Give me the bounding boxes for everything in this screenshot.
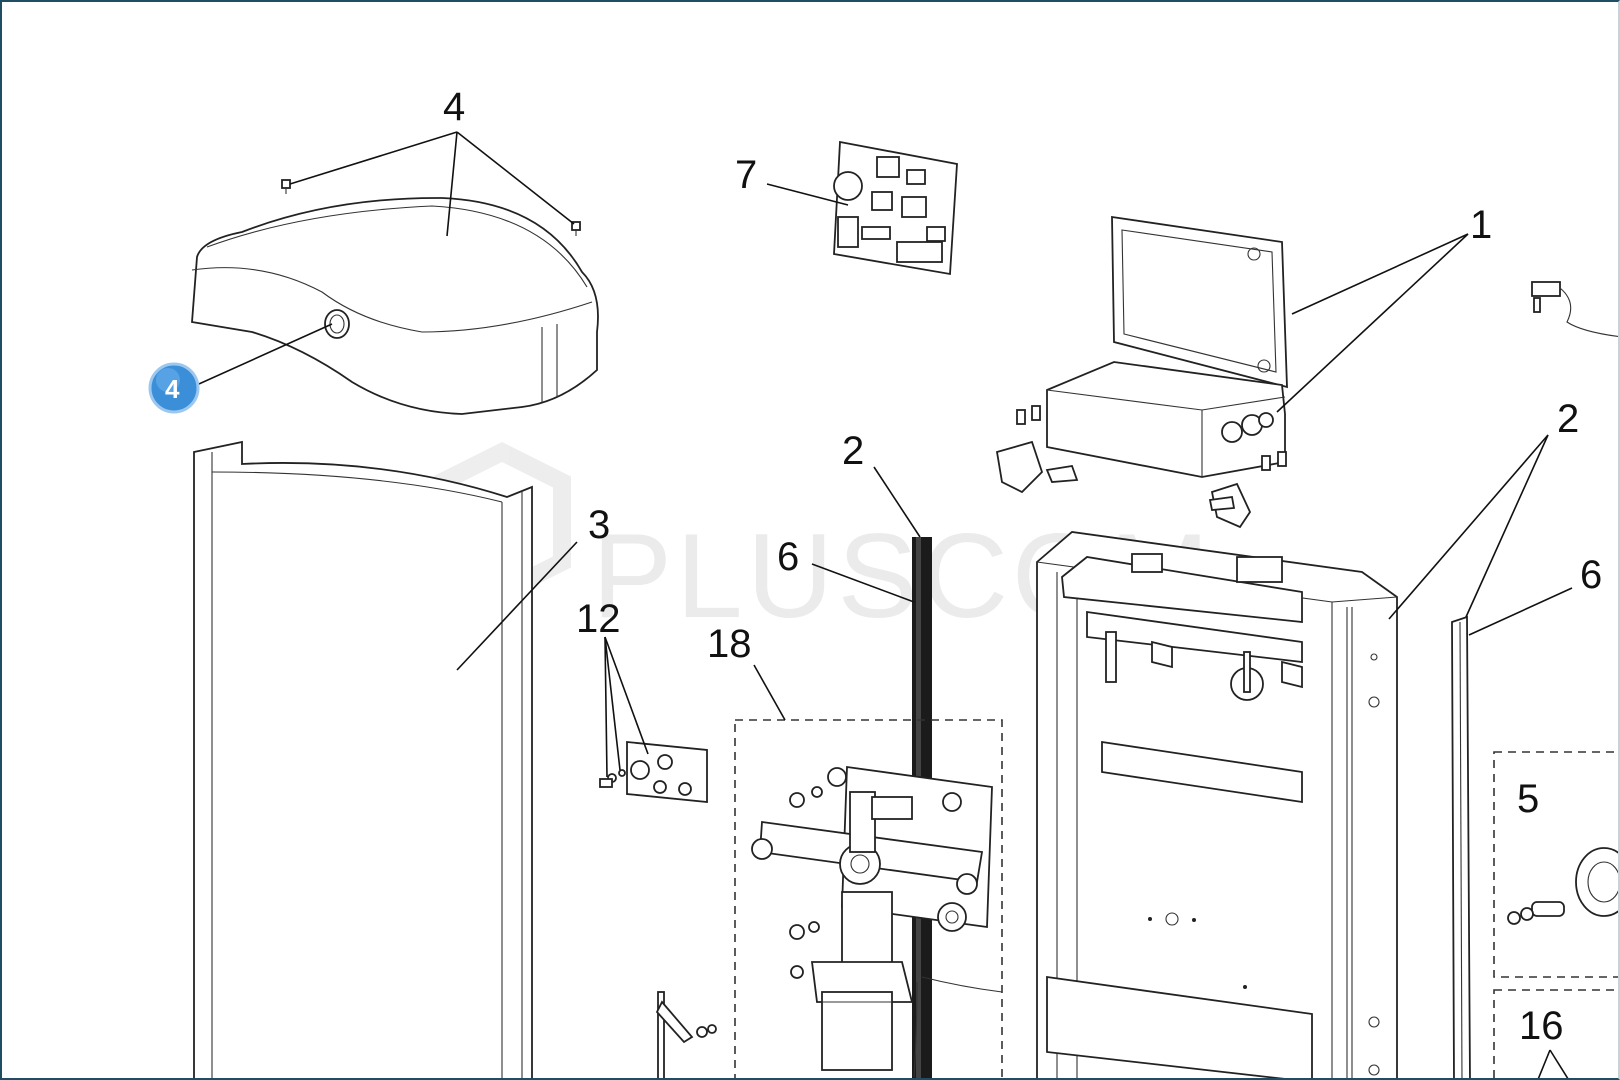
callout-1: 1 [1470, 203, 1492, 247]
callout-5: 5 [1517, 777, 1539, 821]
hotspot-badge-label: 4 [165, 374, 180, 404]
callout-3: 3 [588, 503, 610, 547]
junction-box-part [995, 215, 1288, 529]
control-board-part [833, 140, 958, 276]
assembly-box-18 [734, 719, 1003, 1078]
screw [571, 221, 581, 236]
assembly-box-16 [1493, 989, 1618, 1078]
callout-16: 16 [1519, 1004, 1564, 1048]
handwheel-part [1507, 847, 1618, 925]
callout-7: 7 [735, 153, 757, 197]
callout-2-right: 2 [1557, 397, 1579, 441]
front-panel-part [193, 440, 533, 1078]
top-cover-part [191, 179, 599, 415]
drive-unit-part [751, 765, 1003, 1078]
mount-plate-part [599, 741, 708, 803]
callout-6-mid: 6 [777, 535, 799, 579]
callout-2-mid: 2 [842, 429, 864, 473]
lever-part [655, 991, 717, 1078]
sensor-cable-part [1531, 281, 1618, 338]
side-rail-part [1451, 615, 1471, 1078]
main-housing-part [1036, 531, 1398, 1078]
assembly-box-5 [1493, 751, 1618, 978]
callout-6-right: 6 [1580, 553, 1602, 597]
callout-12: 12 [576, 597, 621, 641]
screw [281, 179, 291, 194]
callout-18: 18 [707, 622, 752, 666]
hotspot-badge-4[interactable]: 4 [148, 323, 333, 414]
callout-4-top: 4 [443, 85, 465, 129]
